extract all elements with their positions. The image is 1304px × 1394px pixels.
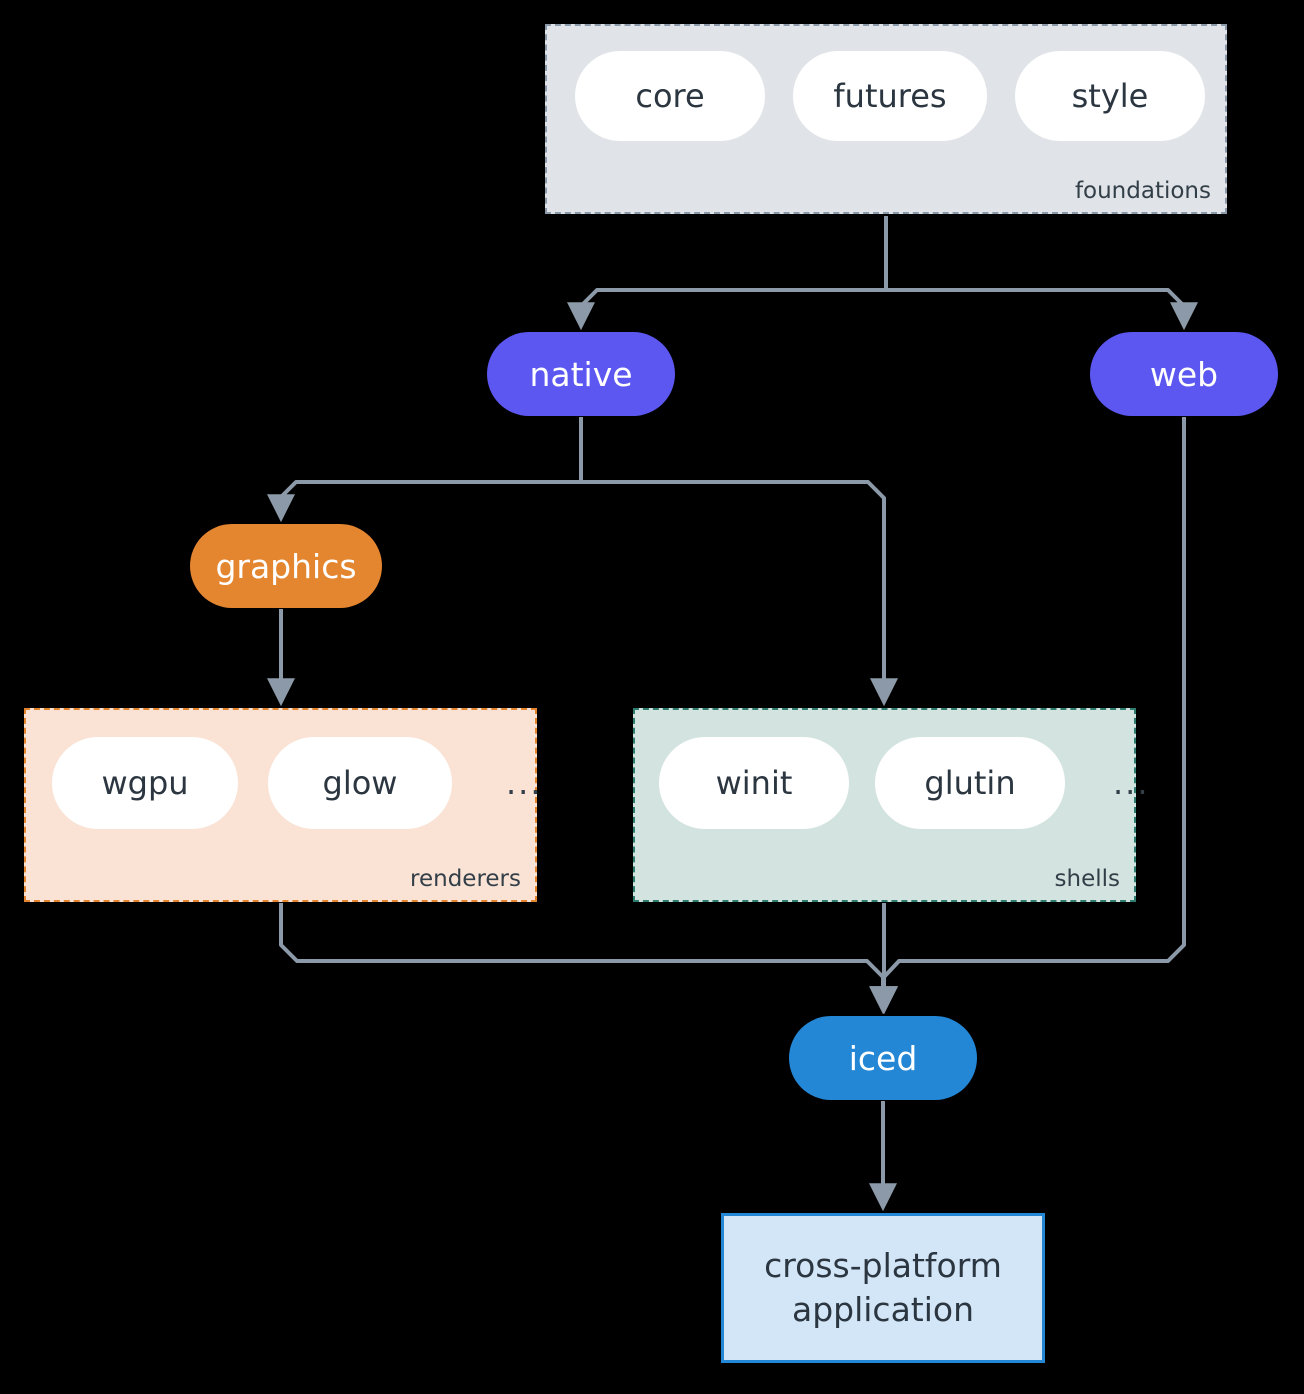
edge-foundations-native [567, 288, 886, 331]
edge-native-graphics [267, 480, 581, 523]
shells-more-indicator: ... [1113, 764, 1150, 802]
node-web[interactable]: web [1090, 332, 1278, 416]
application-label-line1: cross-platform [764, 1246, 1002, 1286]
edge-renderers-iced [279, 903, 897, 1015]
node-native[interactable]: native [487, 332, 675, 416]
node-futures[interactable]: futures [793, 51, 987, 141]
node-graphics[interactable]: graphics [190, 524, 382, 608]
group-label-shells: shells [1054, 866, 1120, 892]
node-glutin[interactable]: glutin [875, 737, 1065, 829]
renderers-more-indicator: ... [506, 764, 543, 802]
edge-foundations-web [886, 288, 1198, 331]
group-label-foundations: foundations [1074, 178, 1211, 204]
group-label-renderers: renderers [410, 866, 521, 892]
node-style[interactable]: style [1015, 51, 1205, 141]
node-winit[interactable]: winit [659, 737, 849, 829]
node-core[interactable]: core [575, 51, 765, 141]
group-foundations: core futures style foundations [545, 24, 1227, 214]
group-renderers: wgpu glow ... renderers [24, 708, 541, 902]
application-label-line2: application [791, 1290, 975, 1329]
node-wgpu[interactable]: wgpu [52, 737, 238, 829]
node-cross-platform-application[interactable]: cross-platform application [721, 1213, 1045, 1363]
node-iced[interactable]: iced [789, 1016, 977, 1100]
edge-native-shells [581, 480, 898, 707]
shells-members: winit glutin ... [659, 737, 1150, 829]
group-shells: winit glutin ... shells [633, 708, 1148, 902]
renderers-members: wgpu glow ... [52, 737, 543, 829]
node-glow[interactable]: glow [268, 737, 452, 829]
foundations-members: core futures style [575, 51, 1205, 141]
